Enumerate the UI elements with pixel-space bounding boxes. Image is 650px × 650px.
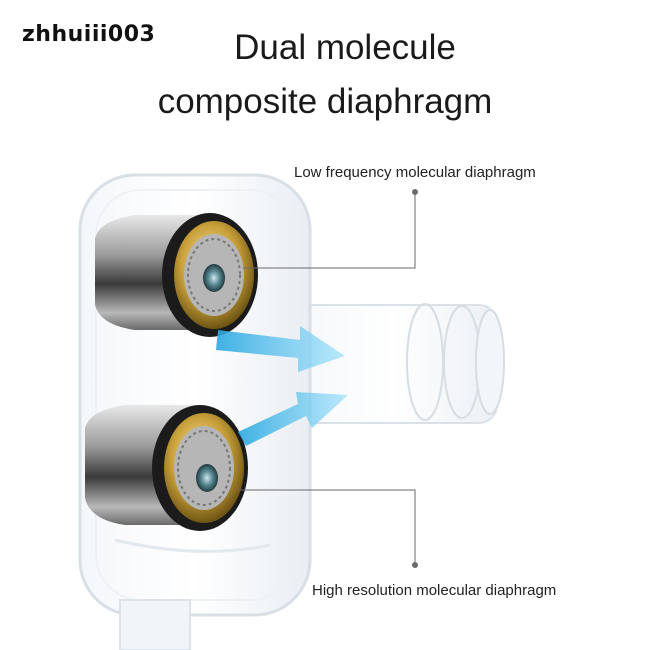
label-high-resolution: High resolution molecular diaphragm bbox=[312, 582, 556, 599]
high-resolution-driver bbox=[85, 405, 248, 531]
label-low-frequency: Low frequency molecular diaphragm bbox=[294, 164, 536, 181]
leader-dot-low bbox=[413, 190, 418, 195]
leader-dot-high bbox=[413, 563, 418, 568]
low-frequency-driver bbox=[95, 213, 258, 337]
